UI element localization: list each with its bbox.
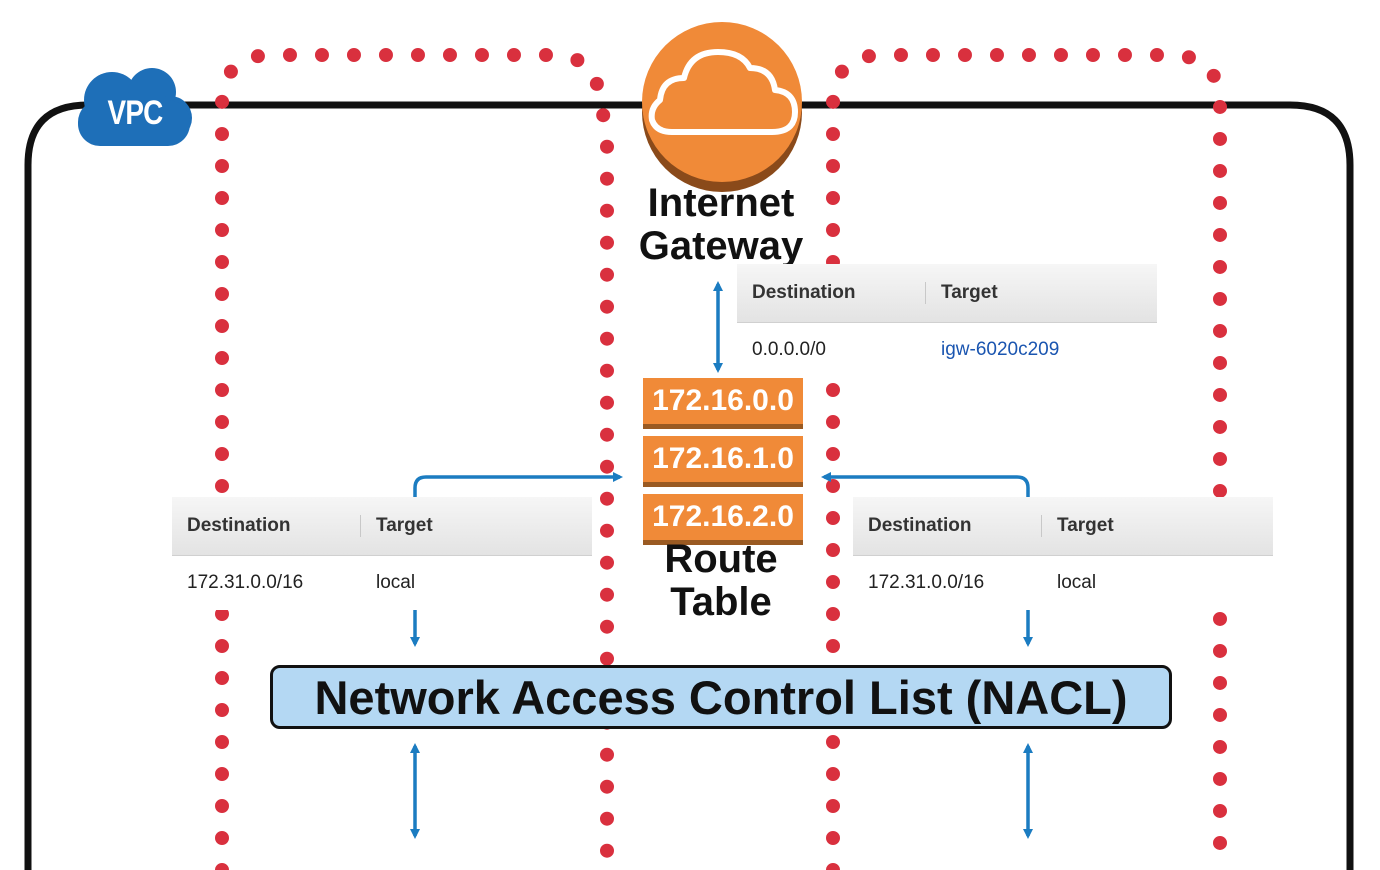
internet-gateway-icon bbox=[642, 22, 802, 192]
internet-gateway-label-line1: Internet bbox=[647, 182, 795, 225]
destination-cell: 172.31.0.0/16 bbox=[868, 572, 985, 593]
table-header: Destination Target bbox=[853, 497, 1273, 556]
route-table-right: Destination Target 172.31.0.0/16 local bbox=[853, 497, 1273, 610]
route-table-left: Destination Target 172.31.0.0/16 local bbox=[172, 497, 592, 610]
arrow-left-subnet-to-routetable bbox=[413, 472, 623, 497]
vpc-cloud-icon bbox=[78, 68, 192, 146]
destination-cell: 172.31.0.0/16 bbox=[187, 572, 304, 593]
arrow-right-subnet-to-routetable bbox=[821, 472, 1030, 497]
subnet-boundary-right bbox=[826, 48, 1227, 870]
table-row: 172.31.0.0/16 local bbox=[172, 556, 592, 610]
subnet-block-3: 172.16.2.0 bbox=[643, 494, 803, 545]
table-header: Destination Target bbox=[737, 264, 1157, 323]
route-table-top: Destination Target 0.0.0.0/0 igw-6020c20… bbox=[737, 264, 1157, 377]
target-header: Target bbox=[925, 282, 998, 304]
destination-header: Destination bbox=[187, 515, 291, 536]
subnet-block-2: 172.16.1.0 bbox=[643, 436, 803, 487]
table-row: 172.31.0.0/16 local bbox=[853, 556, 1273, 610]
destination-cell: 0.0.0.0/0 bbox=[752, 339, 826, 360]
internet-gateway-label: Internet Gateway bbox=[610, 182, 832, 270]
target-header: Target bbox=[1041, 515, 1114, 537]
internet-gateway-label-line2: Gateway bbox=[638, 224, 804, 269]
route-table-label-line1: Route bbox=[664, 537, 778, 581]
subnet-boundary-left bbox=[215, 48, 614, 870]
route-table-label-line2: Table bbox=[670, 580, 772, 625]
table-header: Destination Target bbox=[172, 497, 592, 556]
table-row: 0.0.0.0/0 igw-6020c209 bbox=[737, 323, 1157, 377]
target-cell: local bbox=[1057, 572, 1097, 593]
subnet-block-1: 172.16.0.0 bbox=[643, 378, 803, 429]
target-header: Target bbox=[360, 515, 433, 537]
nacl-box: Network Access Control List (NACL) bbox=[270, 665, 1172, 729]
igw-target-link[interactable]: igw-6020c209 bbox=[941, 339, 1060, 360]
vpc-label: VPC bbox=[107, 94, 164, 132]
target-cell: local bbox=[376, 572, 416, 593]
route-table-label: Route Table bbox=[620, 537, 822, 625]
destination-header: Destination bbox=[868, 515, 972, 536]
destination-header: Destination bbox=[752, 282, 856, 303]
